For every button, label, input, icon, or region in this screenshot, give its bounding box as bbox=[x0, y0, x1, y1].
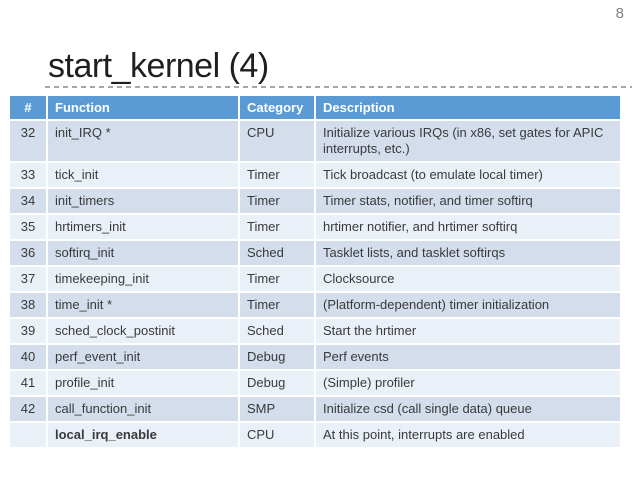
row-number: 37 bbox=[8, 265, 48, 293]
cell-description: Clocksource bbox=[314, 265, 622, 293]
row-number: 39 bbox=[8, 317, 48, 345]
cell-function: sched_clock_postinit bbox=[46, 317, 240, 345]
cell-description: Start the hrtimer bbox=[314, 317, 622, 345]
cell-description: Perf events bbox=[314, 343, 622, 371]
table-header: # Function Category Description bbox=[8, 94, 622, 121]
cell-category: Debug bbox=[238, 343, 316, 371]
column-header-function: Function bbox=[46, 94, 240, 121]
page-number: 8 bbox=[615, 5, 624, 22]
cell-category: CPU bbox=[238, 119, 316, 163]
cell-category: Debug bbox=[238, 369, 316, 397]
row-number: 41 bbox=[8, 369, 48, 397]
cell-category: SMP bbox=[238, 395, 316, 423]
cell-function: local_irq_enable bbox=[46, 421, 240, 449]
cell-description: (Simple) profiler bbox=[314, 369, 622, 397]
cell-description: Tasklet lists, and tasklet softirqs bbox=[314, 239, 622, 267]
row-number: 32 bbox=[8, 119, 48, 163]
cell-category: Sched bbox=[238, 239, 316, 267]
row-number: 34 bbox=[8, 187, 48, 215]
cell-category: Sched bbox=[238, 317, 316, 345]
row-number: 33 bbox=[8, 161, 48, 189]
cell-function: init_IRQ * bbox=[46, 119, 240, 163]
cell-description: Tick broadcast (to emulate local timer) bbox=[314, 161, 622, 189]
column-header-description: Description bbox=[314, 94, 622, 121]
row-number: 42 bbox=[8, 395, 48, 423]
row-number bbox=[8, 421, 48, 449]
slide-title: start_kernel (4) bbox=[48, 46, 269, 85]
cell-description: hrtimer notifier, and hrtimer softirq bbox=[314, 213, 622, 241]
cell-function: hrtimers_init bbox=[46, 213, 240, 241]
row-number: 36 bbox=[8, 239, 48, 267]
row-number: 38 bbox=[8, 291, 48, 319]
cell-category: CPU bbox=[238, 421, 316, 449]
row-number: 40 bbox=[8, 343, 48, 371]
cell-description: At this point, interrupts are enabled bbox=[314, 421, 622, 449]
cell-function: call_function_init bbox=[46, 395, 240, 423]
cell-function: time_init * bbox=[46, 291, 240, 319]
cell-category: Timer bbox=[238, 291, 316, 319]
column-header-number: # bbox=[8, 94, 48, 121]
cell-description: Timer stats, notifier, and timer softirq bbox=[314, 187, 622, 215]
table-header-row: # Function Category Description bbox=[8, 94, 622, 121]
cell-function: softirq_init bbox=[46, 239, 240, 267]
cell-description: (Platform-dependent) timer initializatio… bbox=[314, 291, 622, 319]
title-separator-dashed-line bbox=[45, 86, 632, 88]
cell-description: Initialize various IRQs (in x86, set gat… bbox=[314, 119, 622, 163]
cell-function: tick_init bbox=[46, 161, 240, 189]
row-number: 35 bbox=[8, 213, 48, 241]
cell-description: Initialize csd (call single data) queue bbox=[314, 395, 622, 423]
cell-function: init_timers bbox=[46, 187, 240, 215]
column-header-category: Category bbox=[238, 94, 316, 121]
cell-function: profile_init bbox=[46, 369, 240, 397]
cell-category: Timer bbox=[238, 161, 316, 189]
cell-category: Timer bbox=[238, 265, 316, 293]
cell-category: Timer bbox=[238, 187, 316, 215]
cell-function: timekeeping_init bbox=[46, 265, 240, 293]
cell-category: Timer bbox=[238, 213, 316, 241]
cell-function: perf_event_init bbox=[46, 343, 240, 371]
